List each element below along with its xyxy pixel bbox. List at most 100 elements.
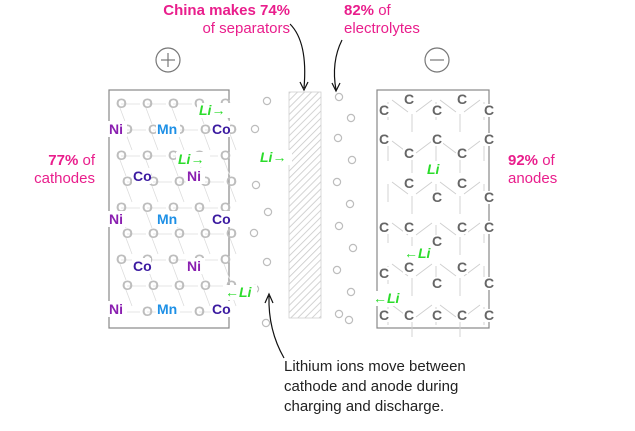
cathode-bond [125, 237, 133, 255]
carbon-atom: C [484, 307, 494, 323]
oxygen-atom: O [168, 95, 179, 111]
atom-backdrop [456, 147, 468, 160]
anode-bond [415, 304, 433, 318]
anode-bond [391, 99, 409, 113]
oxygen-atom: O [200, 121, 211, 137]
oxygen-atom: O [116, 251, 127, 267]
oxygen-atom: O [168, 199, 179, 215]
anode-share-pct: 92% [508, 152, 539, 169]
oxygen-atom: O [168, 147, 179, 163]
oxygen-atom: O [122, 121, 133, 137]
atom-backdrop [431, 309, 443, 322]
cathode-bond [229, 185, 237, 203]
cobalt-atom: Co [212, 301, 231, 317]
electrolyte-particle [261, 318, 271, 328]
electrolyte-particle [263, 207, 273, 217]
carbon-atom: C [432, 189, 442, 205]
carbon-atom: C [404, 91, 414, 107]
electrolyte-particle [346, 113, 356, 123]
cathode-bond [145, 211, 153, 229]
manganese-atom: Mn [157, 121, 177, 137]
cathode-bond [171, 159, 179, 177]
nickel-atom: Ni [187, 168, 201, 184]
cathode-share-label: 77% of cathodes [20, 152, 95, 188]
atom-backdrop [186, 168, 205, 184]
oxygen-atom: O [116, 199, 127, 215]
atom-backdrop [132, 258, 151, 274]
atom-backdrop [156, 301, 180, 317]
atom-backdrop [403, 309, 415, 322]
cathode-bond [119, 263, 127, 281]
oxygen-atom: O [122, 225, 133, 241]
ion-backdrop [425, 162, 441, 177]
electrolyte-particle [334, 309, 344, 319]
plus-terminal-icon [155, 47, 181, 73]
electrolyte-particle [334, 221, 344, 231]
carbon-atom: C [432, 102, 442, 118]
carbon-atom: C [457, 307, 467, 323]
caption-line-1: Lithium ions move between [284, 358, 466, 375]
atom-backdrop [378, 267, 390, 280]
anode-bond [439, 181, 457, 195]
anode-bond [415, 222, 433, 236]
carbon-atom: C [379, 131, 389, 147]
atom-backdrop [431, 235, 443, 248]
cathode-bond [203, 133, 211, 151]
atom-backdrop [378, 221, 390, 234]
oxygen-atom: O [200, 173, 211, 189]
cathode-bond [177, 185, 185, 203]
carbon-atom: C [379, 102, 389, 118]
cathode-bond [223, 263, 231, 281]
anode-bond [439, 263, 457, 277]
lithium-ions: Li→Li→Li→Li←Li←Li←Li [176, 102, 441, 306]
separator-membrane [288, 91, 322, 319]
caption-line-3: charging and discharge. [284, 398, 445, 415]
anode-bond [463, 181, 481, 195]
atom-backdrop [456, 177, 468, 190]
anode-bond [439, 222, 457, 236]
cathode-share-text: cathodes [34, 170, 95, 187]
electrolyte-particle [334, 92, 344, 102]
anode-share-label: 92% of anodes [508, 152, 598, 188]
anode-bond [415, 140, 433, 154]
oxygen-atom: O [116, 95, 127, 111]
atom-backdrop [483, 133, 495, 146]
carbon-atom: C [404, 219, 414, 235]
carbon-atom: C [484, 275, 494, 291]
cathode-bond [151, 237, 159, 255]
cathode-bond [229, 237, 237, 255]
lithium-ion: Li [427, 161, 441, 177]
cathode-bond [125, 289, 133, 307]
oxygen-atom: O [122, 277, 133, 293]
cathode-bond [177, 237, 185, 255]
oxygen-atom: O [142, 303, 153, 319]
minus-terminal-icon [424, 47, 450, 73]
electrolyte-leader-arrow [333, 39, 343, 91]
anode-bond [463, 99, 481, 113]
nickel-atom: Ni [109, 301, 123, 317]
ion-backdrop [197, 103, 231, 118]
electrolyte-particle [262, 96, 272, 106]
electrolyte-particle [250, 124, 260, 134]
oxygen-atom: O [148, 225, 159, 241]
electrolyte-particle [347, 155, 357, 165]
cobalt-atom: Co [133, 258, 152, 274]
atom-backdrop [156, 121, 180, 137]
electrolyte-particle [346, 287, 356, 297]
carbon-atom: C [404, 307, 414, 323]
carbon-atom: C [484, 102, 494, 118]
oxygen-atom: O [174, 225, 185, 241]
cathode-bond [203, 185, 211, 203]
atom-backdrop [403, 221, 415, 234]
atom-backdrop [378, 309, 390, 322]
cathode-bond [197, 211, 205, 229]
atom-backdrop [378, 104, 390, 117]
ion-backdrop [258, 150, 292, 165]
lithium-ion: Li→ [260, 149, 286, 165]
anode-bond [415, 263, 433, 277]
atom-backdrop [431, 104, 443, 117]
cobalt-atom: Co [212, 121, 231, 137]
cathode-bond [151, 185, 159, 203]
cathode-bond [203, 237, 211, 255]
